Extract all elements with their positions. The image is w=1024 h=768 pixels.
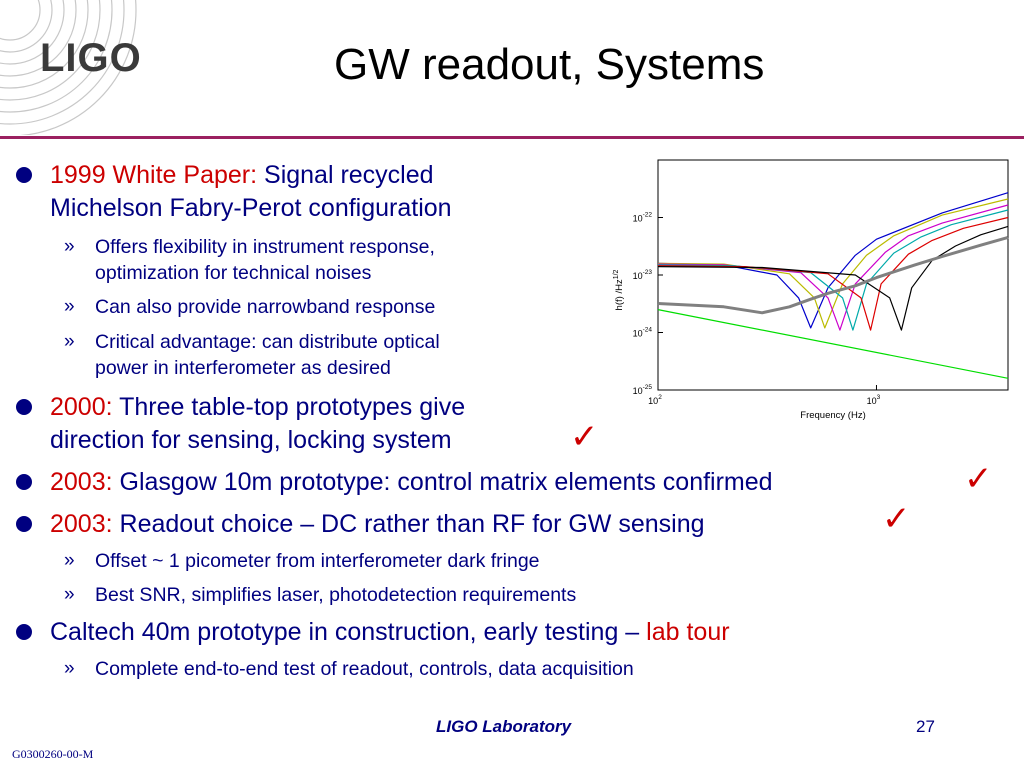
bullet-1-line-2: Michelson Fabry-Perot configuration — [50, 194, 452, 222]
y-tick-label: 10-25 — [633, 384, 653, 396]
bullet-2-year: 2000: — [50, 393, 120, 421]
sub-bullet-1-3-line-2: power in interferometer as desired — [95, 357, 391, 379]
check-mark-icon: ✓ — [882, 499, 911, 539]
title-divider — [0, 136, 1024, 139]
x-axis-label: Frequency (Hz) — [800, 410, 865, 421]
series-line-6 — [657, 225, 1009, 331]
sub-bullet-marker: » — [64, 584, 75, 605]
bullet-5-text: Caltech 40m prototype in construction, e… — [50, 616, 730, 648]
check-mark-icon: ✓ — [570, 417, 599, 457]
bullet-2-line-2: direction for sensing, locking system — [50, 426, 452, 454]
sub-bullet-marker: » — [64, 550, 75, 571]
sub-bullet-marker: » — [64, 331, 75, 352]
y-tick-label: 10-23 — [633, 269, 653, 281]
slide-title: GW readout, Systems — [334, 40, 765, 89]
bullet-dot — [16, 474, 32, 490]
bullet-1-year: 1999 White Paper: — [50, 161, 265, 189]
bullet-5-line-1: Caltech 40m prototype in construction, e… — [50, 618, 647, 646]
bullet-4-line-1: Readout choice – DC rather than RF for G… — [119, 510, 705, 538]
lab-tour-text: lab tour — [646, 618, 730, 646]
footer-lab-name: LIGO Laboratory — [436, 717, 572, 736]
bullet-3-text: 2003: Glasgow 10m prototype: control mat… — [50, 466, 773, 498]
bullet-dot — [16, 624, 32, 640]
bullet-2-text: 2000: Three table-top prototypes give — [50, 391, 465, 423]
sub-bullet-5-1: Complete end-to-end test of readout, con… — [95, 658, 634, 680]
sub-bullet-marker: » — [64, 658, 75, 679]
ligo-logo: LIGO — [40, 36, 142, 80]
bullet-4-year: 2003: — [50, 510, 120, 538]
sub-bullet-marker: » — [64, 296, 75, 317]
sub-bullet-1-1-line-1: Offers flexibility in instrument respons… — [95, 236, 435, 258]
bullet-1-line-1: Signal recycled — [264, 161, 434, 189]
y-tick-label: 10-22 — [633, 212, 653, 224]
check-mark-icon: ✓ — [964, 459, 993, 499]
y-axis-label: h(f) /Hz1/2 — [613, 269, 625, 310]
x-tick-label: 102 — [648, 394, 662, 406]
bullet-3-line-1: Glasgow 10m prototype: control matrix el… — [119, 468, 773, 496]
bullet-dot — [16, 167, 32, 183]
bullet-1-text: 1999 White Paper: Signal recycled — [50, 159, 434, 191]
y-tick-label: 10-24 — [633, 327, 653, 339]
sub-bullet-marker: » — [64, 236, 75, 257]
sub-bullet-4-1: Offset ~ 1 picometer from interferometer… — [95, 550, 540, 572]
plot-area — [657, 159, 1009, 391]
x-tick-label: 103 — [867, 394, 881, 406]
sub-bullet-1-1-line-2: optimization for technical noises — [95, 262, 372, 284]
sub-bullet-4-2: Best SNR, simplifies laser, photodetecti… — [95, 584, 577, 606]
y-axis-label-exp: 1/2 — [613, 269, 620, 279]
bullet-dot — [16, 516, 32, 532]
series-line-8 — [657, 309, 1009, 379]
series-line-5 — [657, 216, 1009, 331]
y-axis-label-base: h(f) /Hz — [614, 279, 625, 310]
logo-swirl-graphic — [0, 0, 137, 135]
sub-bullet-1-3-line-1: Critical advantage: can distribute optic… — [95, 331, 440, 353]
document-id: G0300260-00-M — [12, 747, 94, 761]
bullet-2-line-1: Three table-top prototypes give — [119, 393, 466, 421]
sub-bullet-1-2: Can also provide narrowband response — [95, 296, 436, 318]
bullet-4-text: 2003: Readout choice – DC rather than RF… — [50, 508, 705, 540]
bullet-3-year: 2003: — [50, 468, 120, 496]
series-line-7 — [657, 235, 1009, 315]
series-group — [657, 192, 1009, 379]
series-line-2 — [657, 198, 1009, 329]
page-number: 27 — [916, 717, 935, 736]
series-line-1 — [657, 192, 1009, 329]
bullet-dot — [16, 399, 32, 415]
